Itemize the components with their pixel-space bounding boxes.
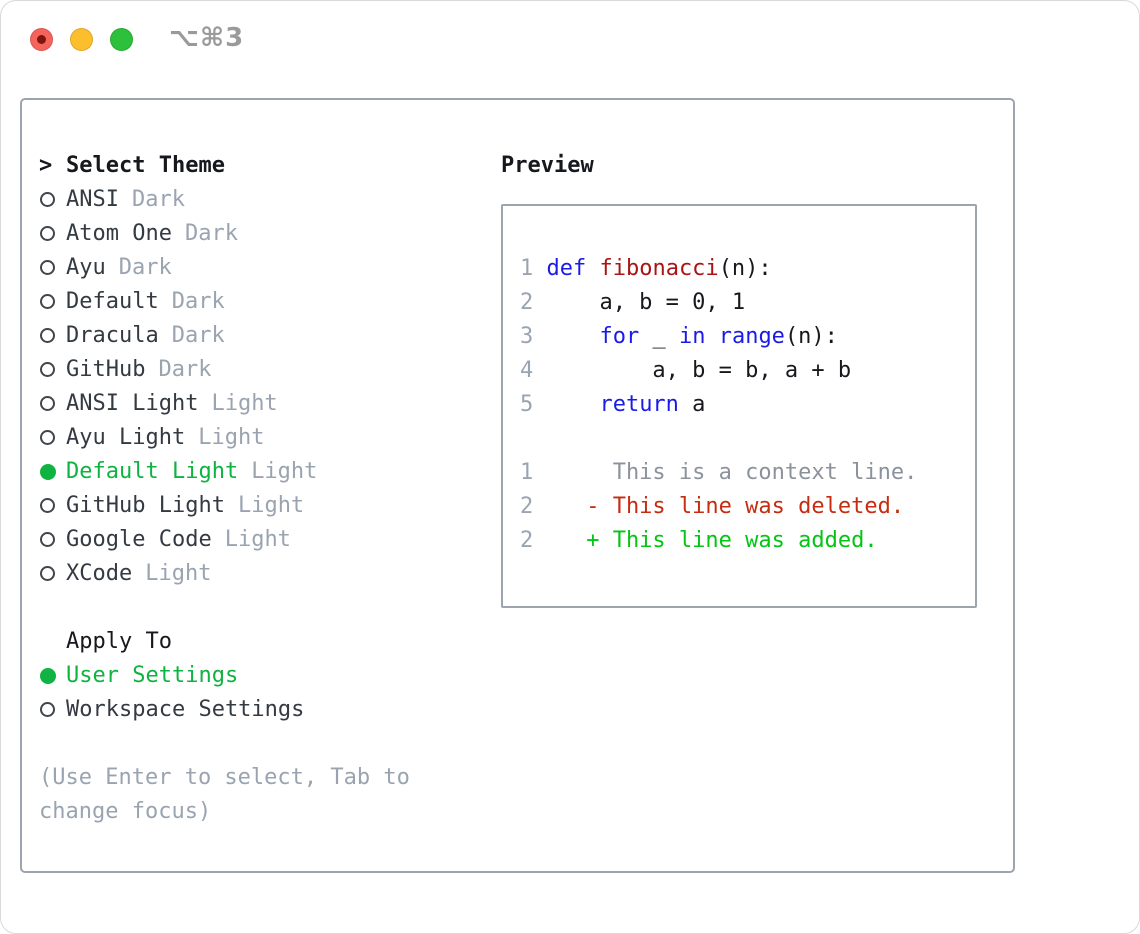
line-number: 2 <box>520 494 534 519</box>
theme-option-default[interactable]: Default Dark <box>39 285 501 319</box>
code-line: 5 return a <box>520 388 975 422</box>
titlebar: ⌥⌘3 <box>1 1 1139 98</box>
radio-icon <box>39 387 66 421</box>
theme-option-xcode[interactable]: XCode Light <box>39 557 501 591</box>
radio-icon <box>39 217 66 251</box>
diff-line: 1 This is a context line. <box>520 456 975 490</box>
theme-variant-tag: Light <box>237 493 305 518</box>
radio-icon <box>39 353 66 387</box>
radio-selected-icon <box>39 455 66 489</box>
radio-icon <box>39 523 66 557</box>
diff-line: 2 - This line was deleted. <box>520 490 975 524</box>
theme-variant-tag: Light <box>198 425 265 450</box>
theme-variant-tag: Dark <box>171 289 225 314</box>
preview-title: Preview <box>501 153 594 178</box>
minimize-button-icon[interactable] <box>70 28 93 51</box>
radio-icon <box>39 693 66 727</box>
theme-variant-tag: Light <box>251 459 318 484</box>
theme-name: ANSI Light <box>66 391 199 416</box>
theme-variant-tag: Light <box>145 561 212 586</box>
theme-option-default-light[interactable]: Default Light Light <box>39 455 501 489</box>
theme-name: Ayu <box>66 255 106 280</box>
theme-name: Atom One <box>66 221 172 246</box>
theme-variant-tag: Dark <box>184 221 238 246</box>
zoom-button-icon[interactable] <box>110 28 133 51</box>
line-number: 1 <box>520 256 534 281</box>
line-number: 1 <box>520 460 534 485</box>
theme-option-google-code[interactable]: Google Code Light <box>39 523 501 557</box>
apply-option-workspace-settings[interactable]: Workspace Settings <box>39 693 501 727</box>
diff-line: 2 + This line was added. <box>520 524 975 558</box>
theme-variant-tag: Dark <box>171 323 225 348</box>
theme-option-github[interactable]: GitHub Dark <box>39 353 501 387</box>
apply-option-label: Workspace Settings <box>66 697 305 722</box>
theme-name: Google Code <box>66 527 212 552</box>
blank-line <box>520 422 975 456</box>
select-theme-title: Select Theme <box>66 153 225 178</box>
select-theme-header: > Select Theme <box>39 149 501 183</box>
line-number: 4 <box>520 358 534 383</box>
line-number: 2 <box>520 290 534 315</box>
hint-line-2: change focus) <box>39 799 212 824</box>
theme-variant-tag: Dark <box>131 187 185 212</box>
radio-icon <box>39 285 66 319</box>
radio-icon <box>39 557 66 591</box>
theme-name: ANSI <box>66 187 119 212</box>
code-line: 2 a, b = 0, 1 <box>520 286 975 320</box>
apply-option-user-settings[interactable]: User Settings <box>39 659 501 693</box>
apply-option-label: User Settings <box>66 663 239 688</box>
apply-to-title: Apply To <box>66 629 172 654</box>
window-shortcut-label: ⌥⌘3 <box>169 23 245 53</box>
theme-name: Ayu Light <box>66 425 186 450</box>
theme-variant-tag: Light <box>211 391 278 416</box>
theme-variant-tag: Light <box>224 527 291 552</box>
theme-option-ansi-light[interactable]: ANSI Light Light <box>39 387 501 421</box>
radio-icon <box>39 251 66 285</box>
theme-name: Dracula <box>66 323 159 348</box>
theme-option-ayu[interactable]: Ayu Dark <box>39 251 501 285</box>
close-button-icon[interactable] <box>30 28 53 51</box>
theme-variant-tag: Dark <box>118 255 172 280</box>
hint-line-1: (Use Enter to select, Tab to <box>39 765 410 790</box>
apply-to-header: Apply To <box>39 625 501 659</box>
radio-icon <box>39 421 66 455</box>
code-line: 3 for _ in range(n): <box>520 320 975 354</box>
radio-selected-icon <box>39 659 66 693</box>
code-line: 4 a, b = b, a + b <box>520 354 975 388</box>
theme-name: Default Light <box>66 459 239 484</box>
selection-cursor-icon: > <box>39 153 53 178</box>
theme-option-dracula[interactable]: Dracula Dark <box>39 319 501 353</box>
theme-option-github-light[interactable]: GitHub Light Light <box>39 489 501 523</box>
radio-icon <box>39 319 66 353</box>
line-number: 2 <box>520 528 534 553</box>
keyboard-hint: (Use Enter to select, Tab to change focus… <box>39 761 501 829</box>
theme-option-ansi[interactable]: ANSI Dark <box>39 183 501 217</box>
line-number: 5 <box>520 392 534 417</box>
apply-to-indent <box>39 625 66 659</box>
theme-option-ayu-light[interactable]: Ayu Light Light <box>39 421 501 455</box>
theme-name: Default <box>66 289 159 314</box>
theme-variant-tag: Dark <box>158 357 212 382</box>
diff-sample: 1 This is a context line.2 - This line w… <box>520 456 975 558</box>
traffic-lights <box>30 28 133 51</box>
theme-option-atom-one[interactable]: Atom One Dark <box>39 217 501 251</box>
theme-name: GitHub <box>66 357 146 382</box>
radio-icon <box>39 183 66 217</box>
theme-name: XCode <box>66 561 133 586</box>
theme-name: GitHub Light <box>66 493 225 518</box>
spacer <box>39 591 501 625</box>
radio-icon <box>39 489 66 523</box>
line-number: 3 <box>520 324 534 349</box>
